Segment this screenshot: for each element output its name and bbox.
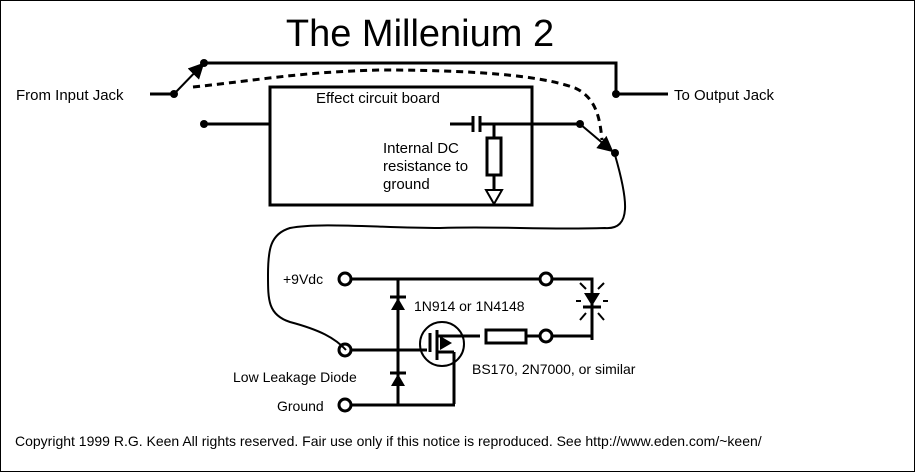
zener-diode-icon — [391, 298, 405, 310]
ground-symbol-icon — [484, 189, 504, 207]
led-icon — [576, 282, 608, 321]
copyright-footer: Copyright 1999 R.G. Keen All rights rese… — [15, 433, 762, 449]
footswitch-output-lever — [579, 123, 614, 153]
supply-label: +9Vdc — [283, 271, 323, 287]
switch-gang-link — [192, 68, 604, 141]
footswitch-input-lever — [173, 62, 205, 95]
low-leakage-label: Low Leakage Diode — [233, 369, 357, 385]
led-anode-terminal — [538, 271, 554, 287]
led-resistor — [484, 328, 528, 345]
low-leakage-diode-icon — [391, 374, 405, 386]
input-jack-label: From Input Jack — [16, 87, 124, 104]
output-junction — [612, 90, 620, 98]
led-cathode-terminal — [538, 328, 554, 344]
internal-dc-label-1: Internal DC — [383, 140, 459, 157]
gate-control-wire — [266, 154, 627, 351]
diagram-title: The Millenium 2 — [286, 13, 554, 55]
input-wire — [150, 90, 178, 98]
output-capacitor — [450, 116, 580, 132]
led-return-wire — [552, 312, 594, 338]
supply-terminal — [337, 271, 353, 287]
internal-resistor — [485, 124, 503, 190]
ground-label: Ground — [277, 398, 324, 414]
ground-terminal — [337, 397, 353, 413]
internal-dc-label-2: resistance to — [383, 158, 468, 175]
internal-dc-label-3: ground — [383, 176, 430, 193]
switch-output-pivot — [611, 149, 619, 157]
bypass-wire — [204, 61, 668, 96]
diode-part-label: 1N914 or 1N4148 — [414, 298, 525, 314]
effect-circuit-board — [268, 85, 534, 207]
fet-part-label: BS170, 2N7000, or similar — [472, 361, 636, 377]
mosfet-icon — [419, 321, 480, 404]
board-label: Effect circuit board — [316, 90, 440, 107]
output-jack-label: To Output Jack — [674, 87, 775, 104]
